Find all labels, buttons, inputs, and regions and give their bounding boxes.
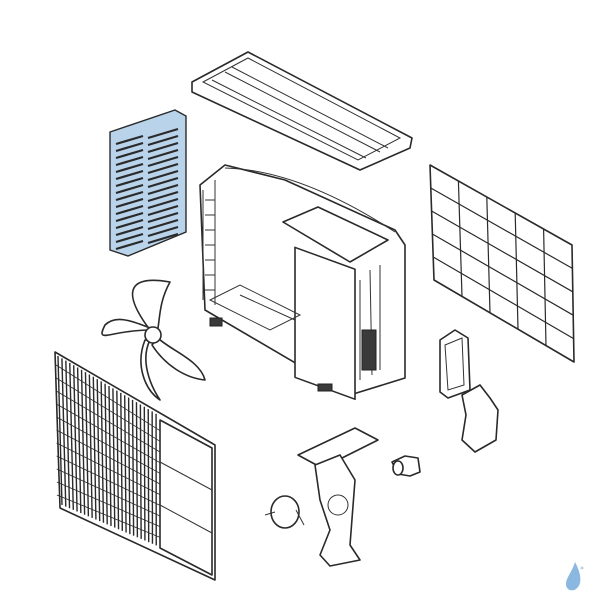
louver-slot [115,169,144,181]
louver-slot [115,155,144,167]
louver-slot [115,239,144,251]
grille-bar [135,402,139,538]
grille-bar [65,360,71,509]
water-drop-logo-icon [566,562,584,591]
louver-slot [147,141,179,154]
drain-elbow-part [391,455,421,477]
grille-bar [457,180,463,297]
grille-bar [55,364,161,432]
louver-slot [147,211,179,224]
grille-bar [104,383,108,525]
louver-slot [147,134,179,147]
grille-bar [514,212,519,330]
louver-slot [115,162,144,174]
rear-grille-part [429,164,575,363]
louver-slot [147,225,179,238]
grille-bar [56,416,161,474]
grille-bar [108,385,112,527]
grille-bar [486,196,491,313]
grille-bar [56,429,161,485]
grille-bar [112,388,116,528]
louver-slot [147,176,179,189]
louver-slot [115,134,144,146]
louver-slot [115,197,144,209]
grille-bar [100,381,105,523]
grille-bar [430,187,573,269]
top-cover-part [191,51,413,171]
louver-slot [115,141,144,153]
grille-bar [55,377,161,442]
louver-slot [147,127,179,140]
grille-bar [431,210,574,293]
louver-slot [147,148,179,161]
grille-bar [139,404,142,539]
grille-bar [56,494,161,538]
grille-bar [432,256,574,340]
grille-bar [56,442,161,496]
unit-chassis-part [199,164,406,401]
grille-bar [61,358,67,507]
louver-slot [147,190,179,203]
louver-slot [147,169,179,182]
louver-slot [115,183,144,195]
front-grille-part [54,351,216,581]
grille-bar [56,468,161,517]
grille-bar [131,399,135,536]
fan-blade-part [101,279,206,401]
louver-slot [115,232,144,244]
grille-bar [543,228,547,346]
louver-slot [147,155,179,168]
fan-motor-part [264,495,305,529]
grille-bar [56,481,161,528]
louver-slot [147,218,179,231]
grille-bar [120,392,124,531]
side-louver-panel-part [109,109,187,257]
louver-slot [115,176,144,188]
side-bracket-part [461,384,499,453]
louver-slot [147,197,179,210]
louver-slot [115,190,144,202]
grille-bar [143,406,146,541]
terminal-cover-part [439,329,471,399]
grille-bar [56,403,161,464]
grille-bar [123,395,127,533]
grille-bar [56,390,161,453]
louver-slot [147,183,179,196]
louver-slot [115,204,144,216]
grille-bar [96,379,101,522]
louver-slot [115,211,144,223]
grille-bar [69,362,75,510]
grille-bar [432,233,574,316]
louver-slot [115,225,144,237]
louver-slot [147,232,179,245]
grille-bar [56,455,161,506]
grille-bar [116,390,120,530]
grille-bar [57,355,63,506]
grille-bar [127,397,131,535]
motor-mount-part [297,427,379,567]
louver-slot [147,204,179,217]
grille-bar [72,365,78,512]
louver-slot [115,218,144,230]
louver-slot [147,162,179,175]
louver-slot [115,148,144,160]
